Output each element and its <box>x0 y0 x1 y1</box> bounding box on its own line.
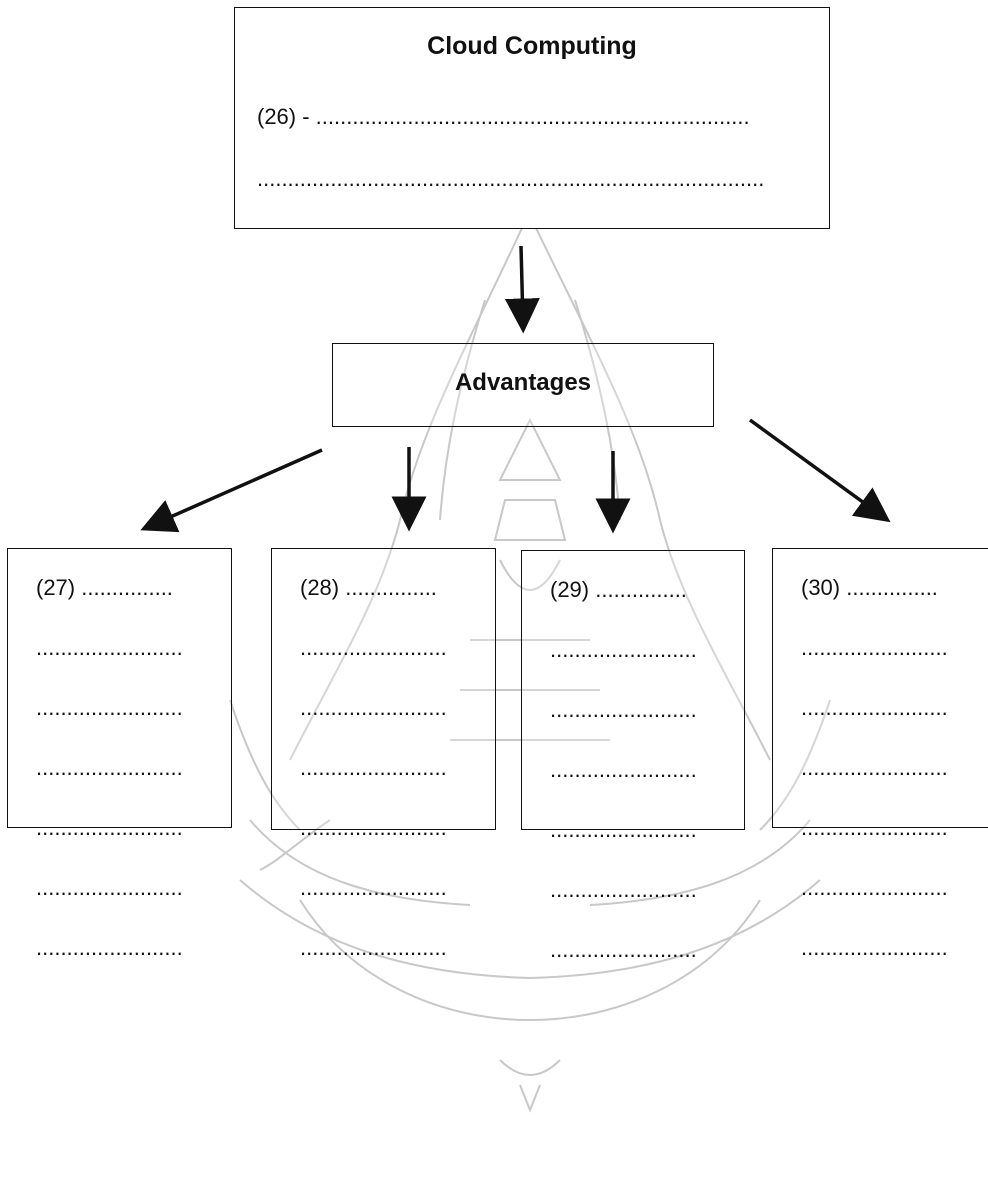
answer-line: ........................ <box>801 935 948 960</box>
answer-line: ........................ <box>36 695 183 720</box>
answer-line: ........................ <box>300 815 447 840</box>
advantages-label: Advantages <box>454 369 592 396</box>
answer-line: ........................ <box>36 635 183 660</box>
answer-line: ........................ <box>36 875 183 900</box>
answer-line: ........................ <box>550 817 697 842</box>
answer-line: ........................ <box>550 877 697 902</box>
answer-line: ........................ <box>550 757 697 782</box>
answer-line-26-continued: ........................................… <box>257 166 765 191</box>
cloud-computing-title: Cloud Computing <box>427 32 637 60</box>
answer-header-27: (27) ............... <box>36 575 173 600</box>
answer-line: ........................ <box>300 695 447 720</box>
arrow-advantages-to-27 <box>140 448 323 533</box>
arrow-cloud-to-advantages <box>504 245 540 334</box>
answer-line: ........................ <box>36 935 183 960</box>
answer-header-30: (30) ............... <box>801 575 938 600</box>
answer-line: ........................ <box>550 937 697 962</box>
advantage-box-28: (28) ............... ...................… <box>271 548 496 960</box>
cloud-computing-box: Cloud Computing (26) - .................… <box>234 7 830 229</box>
answer-line: ........................ <box>300 875 447 900</box>
answer-line: ........................ <box>300 935 447 960</box>
answer-line: ........................ <box>300 635 447 660</box>
answer-line: ........................ <box>36 815 183 840</box>
advantage-box-30: (30) ............... ...................… <box>772 548 988 960</box>
answer-line: ........................ <box>801 875 948 900</box>
answer-line: ........................ <box>550 697 697 722</box>
answer-line: ........................ <box>801 815 948 840</box>
answer-line: ........................ <box>36 755 183 780</box>
answer-header-29: (29) ............... <box>550 577 687 602</box>
answer-line: ........................ <box>550 637 697 662</box>
advantage-box-29: (29) ............... ...................… <box>521 550 745 962</box>
answer-header-28: (28) ............... <box>300 575 437 600</box>
answer-line-26: (26) - .................................… <box>257 104 750 129</box>
advantage-box-27: (27) ............... ...................… <box>7 548 232 960</box>
answer-line: ........................ <box>801 695 948 720</box>
answer-line: ........................ <box>300 755 447 780</box>
answer-line: ........................ <box>801 755 948 780</box>
advantages-box: Advantages <box>332 343 714 427</box>
arrow-advantages-to-30 <box>748 418 891 523</box>
answer-line: ........................ <box>801 635 948 660</box>
